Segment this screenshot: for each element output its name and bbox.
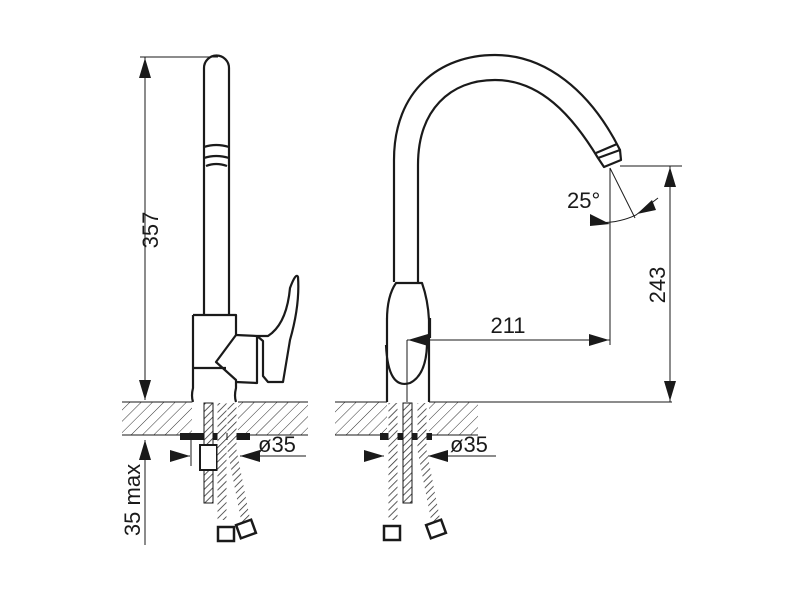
mounting-nut — [199, 444, 218, 471]
height-label: 357 — [138, 212, 163, 249]
dimension-hole-diameter: ø35 — [170, 432, 306, 466]
mounting-plate — [180, 433, 250, 440]
hose-fitting — [424, 518, 448, 540]
lever-handle — [235, 274, 300, 385]
max-counter-label: 35 max — [120, 464, 145, 536]
aerator-ring — [203, 143, 230, 168]
reach-label: 211 — [490, 313, 525, 338]
hose-fitting — [234, 518, 258, 540]
hole-diameter-label: ø35 — [450, 432, 488, 457]
dimension-211: 211 — [406, 168, 611, 402]
countertop-section — [122, 401, 308, 436]
spout-pipe — [202, 54, 231, 315]
spout-height-label: 243 — [645, 267, 670, 304]
dimension-swivel-angle: 25° — [567, 167, 659, 226]
dimension-243: 243 — [620, 165, 682, 402]
dimension-hole-diameter: ø35 — [364, 432, 496, 462]
threaded-rod — [402, 402, 413, 504]
swivel-angle-label: 25° — [567, 188, 600, 213]
supply-hose — [388, 403, 441, 523]
hose-fitting — [382, 524, 402, 542]
supply-hose — [217, 403, 251, 523]
hole-diameter-label: ø35 — [258, 432, 296, 457]
dimension-35-max: 35 max — [120, 440, 151, 545]
dimension-357: 357 — [138, 56, 218, 400]
faucet-body — [384, 281, 432, 402]
gooseneck-spout-inner — [416, 78, 599, 282]
gooseneck-spout — [392, 53, 621, 282]
countertop-section — [335, 401, 672, 436]
side-view: 357 35 max ø35 — [120, 54, 308, 545]
hose-fitting — [216, 525, 236, 543]
faucet-body — [190, 313, 238, 403]
spout-aerator — [595, 142, 623, 169]
front-view: 211 243 25° ø35 — [335, 53, 682, 542]
